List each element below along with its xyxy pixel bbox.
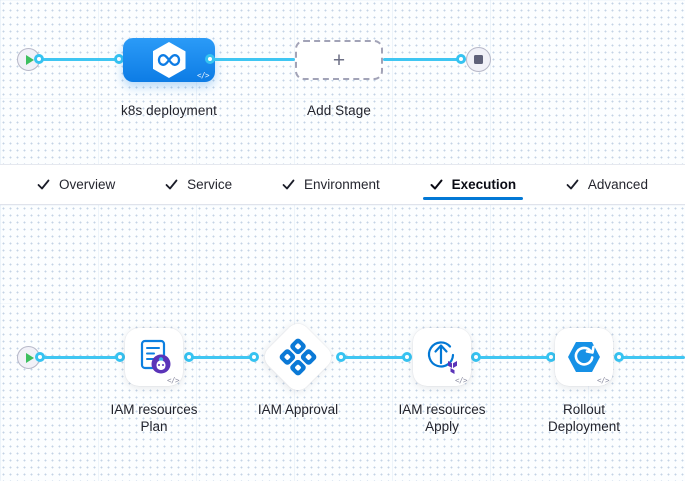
pipeline-end-node <box>466 47 491 72</box>
connector-line <box>44 356 118 359</box>
step-label-iam-resources-plan: IAM resources Plan <box>110 402 198 434</box>
check-icon <box>430 178 443 191</box>
connector-point <box>546 352 556 362</box>
tab-environment[interactable]: Environment <box>275 165 387 204</box>
connector-point <box>402 352 412 362</box>
stage-label: k8s deployment <box>121 103 217 118</box>
connector-line <box>213 58 295 61</box>
connector-line <box>43 58 121 61</box>
connector-line <box>192 356 252 359</box>
connector-point <box>205 54 215 64</box>
tab-execution[interactable]: Execution <box>422 165 524 204</box>
stage-config-tab-bar: Overview Service Environment Execution A… <box>0 164 685 205</box>
connector-point <box>336 352 346 362</box>
connector-line <box>480 356 549 359</box>
step-iam-resources-apply[interactable]: </> <box>413 328 471 386</box>
rollout-deployment-icon <box>568 342 600 372</box>
step-label-rollout-deployment: Rollout Deployment <box>547 402 621 434</box>
yaml-code-badge: </> <box>454 376 468 385</box>
check-icon <box>165 178 178 191</box>
tab-advanced[interactable]: Advanced <box>559 165 655 204</box>
infinity-icon <box>157 54 181 66</box>
connector-point <box>456 54 466 64</box>
check-icon <box>282 178 295 191</box>
stage-graph-canvas[interactable]: </> + k8s deployment Add Stage <box>0 0 685 164</box>
connector-line <box>344 356 406 359</box>
yaml-code-badge: </> <box>196 71 210 80</box>
terraform-plan-icon <box>140 339 171 374</box>
connector-line <box>383 58 463 61</box>
connector-point <box>35 352 45 362</box>
play-icon <box>26 54 34 65</box>
terraform-apply-icon <box>427 341 457 374</box>
step-iam-approval-wrap <box>259 318 337 396</box>
tab-overview[interactable]: Overview <box>30 165 122 204</box>
step-label-iam-resources-apply: IAM resources Apply <box>398 402 486 434</box>
add-stage-label: Add Stage <box>307 103 371 118</box>
plus-icon: + <box>332 48 346 72</box>
tab-service[interactable]: Service <box>158 165 239 204</box>
connector-point <box>184 352 194 362</box>
yaml-code-badge: </> <box>596 376 610 385</box>
approval-icon <box>277 336 319 378</box>
connector-point <box>471 352 481 362</box>
yaml-code-badge: </> <box>166 376 180 385</box>
stage-node-k8s-deployment[interactable]: </> <box>123 38 215 82</box>
stop-icon <box>474 55 483 64</box>
play-icon <box>26 352 34 363</box>
step-iam-resources-plan[interactable]: </> <box>125 328 183 386</box>
cd-stage-hexagon-icon <box>152 42 186 78</box>
connector-point <box>114 54 124 64</box>
add-stage-button[interactable]: + <box>295 40 383 80</box>
check-icon <box>37 178 50 191</box>
step-label-iam-approval: IAM Approval <box>257 402 339 417</box>
step-iam-approval[interactable] <box>259 318 337 396</box>
connector-point <box>614 352 624 362</box>
execution-graph-canvas[interactable]: </> </> </> IAM resources Pl <box>0 205 685 481</box>
connector-point <box>249 352 259 362</box>
check-icon <box>566 178 579 191</box>
connector-point <box>115 352 125 362</box>
step-rollout-deployment[interactable]: </> <box>555 328 613 386</box>
connector-line <box>622 356 685 359</box>
connector-point <box>34 54 44 64</box>
